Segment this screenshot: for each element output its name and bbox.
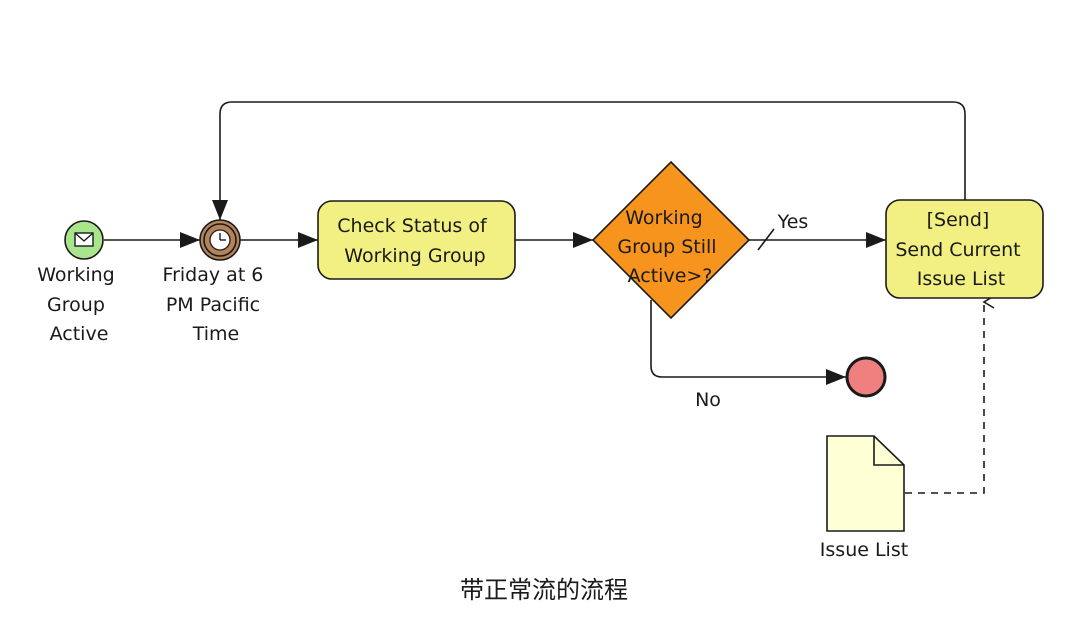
clock-icon (209, 229, 231, 251)
timer-intermediate-event[interactable] (199, 219, 241, 261)
data-object-issue-list[interactable] (826, 435, 905, 532)
task-check-status[interactable]: Check Status of Working Group (317, 200, 516, 280)
start-event-label: Working Group Active (37, 264, 121, 345)
figure-caption: 带正常流的流程 (460, 576, 628, 604)
yes-label: Yes (777, 211, 809, 233)
data-object-label: Issue List (820, 539, 908, 561)
timer-event-label: Friday at 6 PM Pacific Time (163, 264, 270, 345)
task-send-issue-list[interactable]: [Send] Send Current Issue List (885, 199, 1044, 299)
document-fold-icon (873, 436, 904, 466)
end-event[interactable] (845, 356, 887, 398)
exclusive-gateway[interactable]: Working Group Still Active>? (591, 160, 751, 320)
task-send-issue-list-label: [Send] Send Current Issue List (895, 209, 1026, 290)
flow-gateway-no (650, 300, 846, 385)
no-label: No (695, 389, 721, 411)
flow-loop-back (212, 101, 966, 220)
task-check-status-label: Check Status of Working Group (337, 215, 492, 267)
default-flow-slash (757, 228, 775, 251)
association-issue-list (905, 295, 995, 494)
start-message-event[interactable] (64, 220, 104, 260)
envelope-icon (74, 232, 94, 247)
gateway-label: Working Group Still Active>? (617, 207, 722, 287)
